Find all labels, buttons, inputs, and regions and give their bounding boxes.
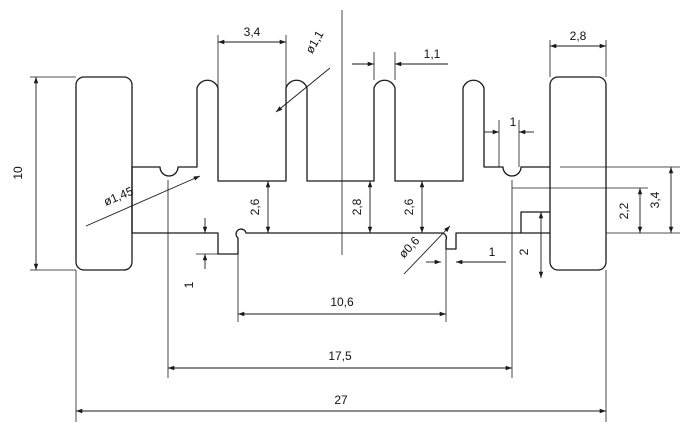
- label-notch-width: 1: [489, 245, 496, 259]
- label-notch-span: 10,6: [330, 295, 354, 309]
- label-fin-width-right: 2,8: [570, 29, 587, 43]
- label-fin-root-right: 2,6: [402, 198, 416, 215]
- label-center-height: 2,8: [350, 198, 364, 215]
- label-rail-height: 2: [517, 248, 531, 255]
- label-slot-width: 1: [510, 115, 517, 129]
- dimension-lines: [33, 39, 674, 414]
- leader-hole-top: [275, 67, 331, 113]
- label-total-right: 3,4: [648, 191, 662, 208]
- label-height: 10: [11, 166, 25, 180]
- right-flange: [549, 76, 607, 271]
- label-notch-dia: ø0,6: [396, 233, 423, 260]
- main-body: [131, 79, 550, 255]
- leader-hole-large: [85, 175, 201, 227]
- profile-outline: [75, 76, 607, 271]
- left-flange: [75, 76, 133, 271]
- label-hole-height: 2,2: [617, 202, 631, 219]
- label-center-span: 17,5: [328, 349, 352, 363]
- label-fin-width-left: 3,4: [244, 25, 261, 39]
- label-fin-gap: 1,1: [424, 47, 441, 61]
- leader-notch: [403, 225, 451, 275]
- label-fin-root-left: 2,6: [248, 198, 262, 215]
- label-overall-width: 27: [334, 393, 348, 407]
- label-step-left: 1: [182, 281, 196, 288]
- label-hole-large-dia: ø1,45: [102, 184, 136, 209]
- label-hole-top-dia: ø1,1: [302, 28, 326, 56]
- extension-lines: [30, 35, 680, 422]
